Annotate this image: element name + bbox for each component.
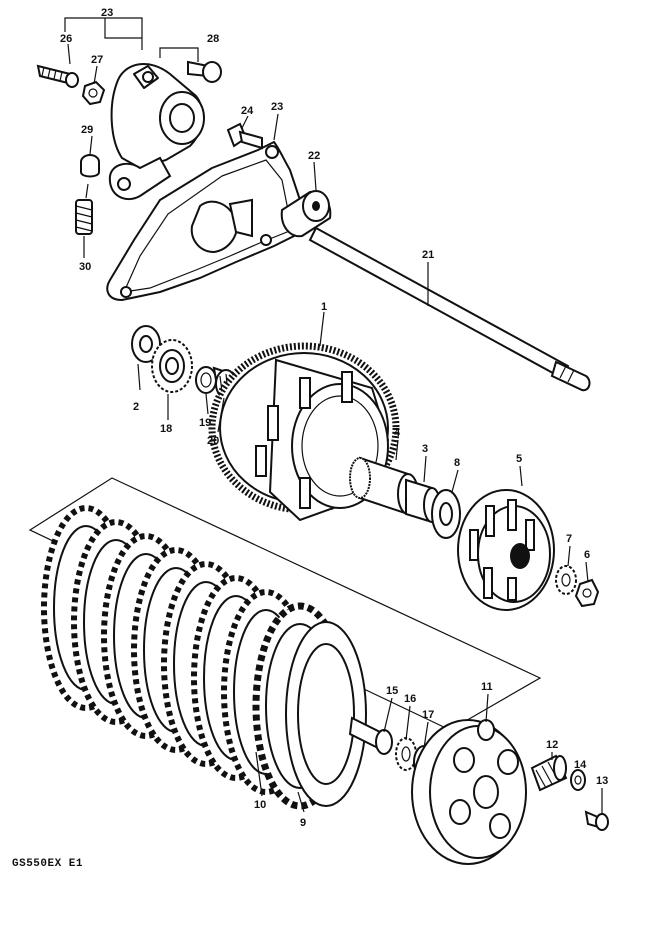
part-15-release-bearing <box>348 716 393 755</box>
callout-7: 7 <box>566 533 572 545</box>
clutch-plate-stack <box>41 505 367 810</box>
release-mechanism-group <box>36 17 222 235</box>
callout-29: 29 <box>81 124 93 136</box>
part-26-bolt <box>36 64 79 88</box>
part-13-bolt <box>584 810 609 831</box>
part-8-washer <box>431 489 461 539</box>
callout-27: 27 <box>91 54 103 66</box>
callout-6: 6 <box>584 549 590 561</box>
part-28-bolt <box>187 60 222 83</box>
part-14-washer <box>570 769 586 791</box>
callout-3: 3 <box>422 443 428 455</box>
part-18-primary-gear <box>151 339 193 393</box>
callout-12: 12 <box>546 739 558 751</box>
callout-26: 26 <box>60 33 72 45</box>
part-16-bearing <box>395 737 417 771</box>
part-6-nut <box>574 578 600 608</box>
part-11-pressure-plate <box>411 719 527 865</box>
part-21-push-rod <box>308 226 591 392</box>
callout-23a: 23 <box>101 7 113 19</box>
callout-22: 22 <box>308 150 320 162</box>
callout-4: 4 <box>394 427 401 439</box>
part-22-push-piece <box>280 190 332 238</box>
part-24-bolt <box>226 122 263 150</box>
callout-1: 1 <box>321 301 327 313</box>
callout-10: 10 <box>254 799 266 811</box>
callout-5: 5 <box>516 453 522 465</box>
part-29-pin <box>80 154 100 178</box>
part-12-clutch-spring <box>530 754 568 792</box>
leader-lines <box>67 43 603 814</box>
callout-20: 20 <box>207 435 219 447</box>
part-2-thrust-washer <box>131 325 161 363</box>
part-30-spring <box>75 183 93 235</box>
callout-19: 19 <box>199 417 211 429</box>
callout-2: 2 <box>133 401 139 413</box>
callout-17: 17 <box>422 709 434 721</box>
callout-11: 11 <box>481 681 493 693</box>
callout-13: 13 <box>596 775 608 787</box>
part-19-spacer <box>195 366 217 394</box>
callout-8: 8 <box>454 457 460 469</box>
release-housing <box>108 62 205 201</box>
callout-21: 21 <box>422 249 434 261</box>
callout-9: 9 <box>300 817 306 829</box>
callout-14: 14 <box>574 759 587 771</box>
callout-30: 30 <box>79 261 91 273</box>
callout-28: 28 <box>207 33 219 45</box>
callout-numbers: 23 26 27 28 24 23 29 22 30 21 1 2 18 19 … <box>60 7 608 829</box>
gasket-cover-plate <box>106 140 304 302</box>
callout-24: 24 <box>241 105 254 117</box>
part-7-lock-washer <box>555 565 577 595</box>
part-27-nut <box>81 80 106 106</box>
callout-15: 15 <box>386 685 398 697</box>
part-5-clutch-sleeve-hub <box>457 489 555 611</box>
model-code-label: GS550EX E1 <box>12 858 84 870</box>
callout-23b: 23 <box>271 101 283 113</box>
callout-16: 16 <box>404 693 416 705</box>
callout-18: 18 <box>160 423 172 435</box>
